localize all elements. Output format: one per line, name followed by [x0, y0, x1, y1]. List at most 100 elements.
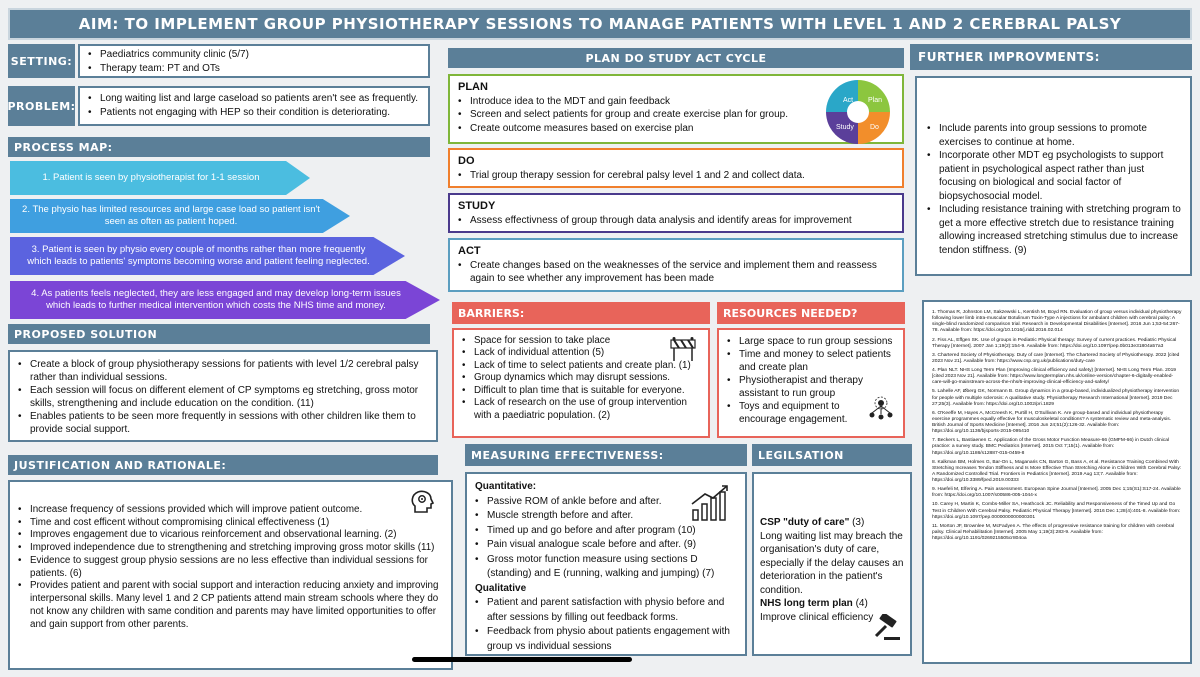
barrier-item: Lack of time to select patients and crea…: [462, 360, 700, 373]
nhs-text: Improve clinical efficiency: [760, 611, 874, 623]
qual-label: Qualitative: [475, 582, 527, 594]
problem-box: Long waiting list and large caseload so …: [78, 86, 430, 126]
quant-item: Timed up and go before and after program…: [475, 524, 737, 539]
csp-title: CSP "duty of care": [760, 517, 850, 528]
further-item: Incorporate other MDT eg psychologists t…: [927, 149, 1182, 203]
cycle-study: Study: [836, 124, 854, 131]
barriers-label: BARRIERS:: [458, 307, 525, 320]
resource-item: Toys and equipment to encourage engageme…: [727, 400, 862, 426]
resources-box: Large space to run group sessions Time a…: [717, 328, 905, 438]
reference-item: 6. O'Keeffe M, Hayes A, McCreesh K, Purt…: [932, 410, 1172, 435]
study-box: STUDY Assess effectivness of group throu…: [448, 193, 904, 233]
resource-item: Physiotherapist and therapy assistant to…: [727, 374, 895, 400]
study-item: Assess effectivness of group through dat…: [458, 214, 894, 228]
qual-item: Patient and parent satisfaction with phy…: [475, 596, 737, 625]
measuring-label: MEASURING EFFECTIVENESS:: [471, 449, 664, 462]
study-label: STUDY: [458, 200, 496, 212]
proposed-box: Create a block of group physiotherapy se…: [8, 350, 438, 442]
plan-label: PLAN: [458, 81, 488, 93]
title-bar: AIM: TO IMPLEMENT GROUP PHYSIOTHERAPY SE…: [8, 8, 1192, 40]
reference-item: 1. Thomas R, Johnston LM, Sakzewski L, K…: [932, 310, 1182, 334]
cycle-plan: Plan: [868, 97, 882, 104]
do-box: DO Trial group therapy session for cereb…: [448, 148, 904, 188]
setting-item: Paediatrics community clinic (5/7): [88, 48, 420, 62]
barriers-box: Space for session to take place Lack of …: [452, 328, 710, 438]
process-step-4: 4. As patients feels neglected, they are…: [10, 281, 440, 319]
proposed-item: Each session will focus on different ele…: [18, 384, 428, 410]
process-step-3: 3. Patient is seen by physio every coupl…: [10, 237, 405, 275]
justification-item: Increase frequency of sessions provided …: [18, 504, 443, 517]
plan-box: PLAN Introduce idea to the MDT and gain …: [448, 74, 904, 144]
setting-box: Paediatrics community clinic (5/7) Thera…: [78, 44, 430, 78]
proposed-item: Enables patients to be seen more frequen…: [18, 410, 428, 436]
quant-item: Gross motor function measure using secti…: [475, 553, 737, 582]
process-step-2: 2. The physio has limited resources and …: [10, 199, 350, 233]
quant-label: Quantitative:: [475, 481, 537, 492]
cycle-act: Act: [843, 97, 853, 104]
problem-item: Long waiting list and large caseload so …: [88, 92, 420, 106]
quant-item: Pain visual analogue scale before and af…: [475, 538, 737, 553]
justification-item: Provides patient and parent with social …: [18, 580, 443, 631]
setting-item: Therapy team: PT and OTs: [88, 62, 420, 76]
justification-item: Improved independence due to strengtheni…: [18, 542, 443, 555]
justification-box: Increase frequency of sessions provided …: [8, 480, 453, 670]
do-item: Trial group therapy session for cerebral…: [458, 169, 894, 183]
barriers-header: BARRIERS:: [452, 302, 710, 324]
process-step-text: 3. Patient is seen by physio every coupl…: [27, 244, 370, 267]
gavel-icon: [872, 612, 902, 647]
barrier-item: Group dynamics which may disrupt session…: [462, 372, 700, 385]
further-label: FURTHER IMPROVMENTS:: [918, 50, 1100, 64]
legislation-box: CSP "duty of care" (3) Long waiting list…: [752, 472, 912, 656]
plan-item: Screen and select patients for group and…: [458, 108, 808, 122]
further-item: Include parents into group sessions to p…: [927, 122, 1182, 149]
barrier-item: Difficult to plan time that is suitable …: [462, 385, 700, 398]
legislation-header: LEGILSATION: [752, 444, 912, 466]
justification-item: Evidence to suggest group physio session…: [18, 555, 443, 580]
resources-header: RESOURCES NEEDED?: [717, 302, 905, 324]
further-box: Include parents into group sessions to p…: [915, 76, 1192, 276]
proposed-header: PROPOSED SOLUTION: [8, 324, 430, 344]
further-item: Including resistance training with stret…: [927, 203, 1182, 257]
resources-label: RESOURCES NEEDED?: [723, 307, 858, 320]
proposed-label: PROPOSED SOLUTION: [14, 328, 158, 341]
references-box: 1. Thomas R, Johnston LM, Sakzewski L, K…: [922, 300, 1192, 664]
reference-item: 11. Morton JF, Brownlee M, McFadyen A. T…: [932, 523, 1175, 541]
further-header: FURTHER IMPROVMENTS:: [910, 44, 1192, 70]
legislation-label: LEGILSATION: [758, 449, 844, 462]
justification-item: Time and cost efficent without compromis…: [18, 517, 443, 530]
problem-label-box: PROBLEM:: [7, 86, 76, 126]
nhs-title: NHS long term plan: [760, 598, 853, 609]
csp-ref: (3): [849, 517, 865, 528]
act-label: ACT: [458, 245, 481, 257]
do-label: DO: [458, 155, 475, 167]
process-step-text: 2. The physio has limited resources and …: [22, 204, 320, 227]
page-title: AIM: TO IMPLEMENT GROUP PHYSIOTHERAPY SE…: [78, 15, 1122, 33]
csp-text: Long waiting list may breach the organis…: [760, 530, 904, 596]
problem-label: PROBLEM:: [7, 99, 76, 113]
process-map-header: PROCESS MAP:: [8, 137, 430, 157]
process-step-text: 4. As patients feels neglected, they are…: [31, 288, 401, 311]
measuring-box: Quantitative: Passive ROM of ankle befor…: [465, 472, 747, 656]
home-indicator[interactable]: [412, 657, 632, 662]
setting-label: SETTING:: [10, 54, 73, 68]
cycle-do: Do: [870, 124, 879, 131]
justification-label: JUSTIFICATION AND RATIONALE:: [14, 459, 227, 472]
csp-heading: CSP "duty of care" (3): [760, 516, 904, 530]
process-step-1: 1. Patient is seen by physiotherapist fo…: [10, 161, 310, 195]
proposed-item: Create a block of group physiotherapy se…: [18, 358, 428, 384]
reference-item: 8. Kalkman BM, Holmes G, Bar-On L, Magan…: [932, 459, 1182, 483]
reference-item: 4. Plan NLT. NHS Long Term Plan (Improvi…: [932, 368, 1177, 386]
plan-item: Create outcome measures based on exercis…: [458, 122, 808, 136]
resource-item: Time and money to select patients and cr…: [727, 348, 895, 374]
reference-item: 10. Carey H, Martin K, Combs-Miller SA, …: [932, 502, 1181, 520]
pdsa-cycle-icon: Act Plan Do Study: [826, 80, 890, 144]
justification-item: Improves engagement due to vicarious rei…: [18, 529, 443, 542]
plan-item: Introduce idea to the MDT and gain feedb…: [458, 95, 808, 109]
process-step-text: 1. Patient is seen by physiotherapist fo…: [42, 172, 260, 184]
nhs-heading: NHS long term plan (4): [760, 597, 904, 611]
pdsa-header: PLAN DO STUDY ACT CYCLE: [448, 48, 904, 68]
reference-item: 2. Fiss AL, Effgen SK. Use of groups in …: [932, 337, 1177, 349]
quant-item: Passive ROM of ankle before and after.: [475, 495, 737, 510]
pdsa-label: PLAN DO STUDY ACT CYCLE: [585, 51, 767, 65]
barrier-item: Lack of research on the use of group int…: [462, 397, 700, 422]
